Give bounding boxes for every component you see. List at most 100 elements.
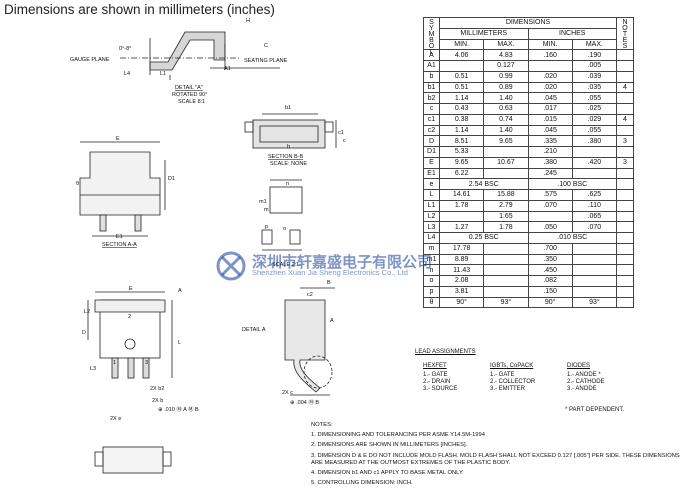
dim-in-min: .210 [527,146,573,158]
note-item: 1. DIMENSIONING AND TOLERANCING PER ASME… [311,432,485,439]
dim-in-max [571,167,618,180]
dim-in-value: .010 BSC [527,232,617,244]
dim-in-min: .350 [527,253,573,266]
section-aa-label: SECTION A-A [102,242,137,248]
dim-in-min [527,60,573,72]
dim-symbol: E [423,156,440,169]
pin-2: 2 [128,314,131,320]
dim-in-min [527,210,573,223]
dim-mm-min: 0.51 [438,81,485,94]
dim-note [616,60,634,72]
dim-in-min: .070 [527,199,573,212]
dim-note [616,199,634,212]
dim-in-min: .700 [527,242,573,255]
dim-e1: E1 [116,234,123,240]
dim-h: H [246,18,250,24]
note-item: 4. DIMENSION b1 AND c1 APPLY TO BASE MET… [311,470,464,477]
dim-mm-min: 8.51 [438,135,485,147]
dim-symbol: L4 [423,232,440,244]
dim-in-max: .190 [571,49,618,61]
dim-in-min: .150 [527,285,573,298]
dim-symbol: e [423,178,440,190]
watermark: 深圳市轩嘉盛电子有限公司 Shenzhen Xuan Jia Sheng Ele… [214,251,468,281]
dim-mm-max: 0.74 [483,113,529,126]
dim-mm-value: 2.54 BSC [439,178,529,190]
notes: NOTES: 1. DIMENSIONING AND TOLERANCING P… [311,422,686,487]
two-x-c-label: 2X c [282,390,293,396]
dim-mm-min: 0.51 [438,70,485,83]
hexfet-header: HEXFET [423,363,447,369]
dim-in-min: 90° [527,296,573,309]
dim-mm-max: 10.67 [483,156,529,169]
dim-mm-max: 1.65 [483,210,529,223]
dim-in-value: .100 BSC [527,178,617,190]
seating-plane-label: SEATING PLANE [244,58,288,64]
dim-b-ref: B [327,280,331,286]
dim-symbol: c [423,103,440,115]
dim-symbol: A [423,49,440,61]
dim-l3: L3 [90,366,96,372]
dim-note [616,210,634,223]
dim-note [616,296,634,309]
dim-mm-min [438,60,485,72]
dim-c1: c1 [338,130,344,136]
dim-b1: b1 [285,105,291,111]
dim-in-min: .045 [527,92,573,104]
dim-symbol: D [423,135,440,147]
dim-a1: A1 [224,66,231,72]
dim-c2: c2 [307,292,313,298]
dim-in-max: 93° [571,296,618,309]
dim-mm-max: 1.40 [483,124,529,137]
dim-d: D [82,330,86,336]
dim-l2: L2 [84,309,90,315]
dim-mm-min: 4.06 [438,49,485,61]
dim-in-min: .050 [527,221,573,233]
dim-mm-max: 9.65 [483,135,529,147]
two-x-b2-label: 2X b2 [150,386,164,392]
dim-mm-min: 0.43 [438,103,485,115]
watermark-english: Shenzhen Xuan Jia Sheng Electronics Co.,… [252,268,408,277]
dim-note [616,275,634,287]
lead-assignments: LEAD ASSIGNMENTS HEXFET 1.- GATE 2.- DRA… [415,349,685,413]
dim-mm-max: 4.83 [483,49,529,61]
dim-symbol: p [423,285,440,298]
hexfet-column: HEXFET 1.- GATE 2.- DRAIN 3.- SOURCE [423,363,457,393]
in-min-header: MIN. [527,38,573,51]
dim-mm-max: 0.63 [483,103,529,115]
diodes-item: 2.- CATHODE [567,379,605,385]
dim-note [616,285,634,298]
detail-a-label: DETAIL A [242,327,266,333]
fcf-1-label: ⊕ .010 Ⓜ A Ⓜ B [158,405,199,413]
dim-in-min: .335 [527,135,573,147]
two-x-b-label: 2X b [152,398,163,404]
dim-symbol: D1 [423,146,440,158]
dim-mm-max [483,146,529,158]
dim-symbol: L [423,189,440,201]
dim-mm-max: 0.99 [483,70,529,83]
dim-note [616,264,634,276]
dim-note [616,49,634,61]
diodes-header: DIODES [567,363,591,369]
dim-in-min: .450 [527,264,573,276]
dim-in-max [571,253,618,266]
dim-l4: L4 [124,71,130,77]
dim-note [616,189,634,201]
dim-symbol: A1 [423,60,440,72]
hexfet-item: 1.- GATE [423,372,448,378]
dim-symbol: L1 [423,199,440,212]
dim-mm-min: 6.22 [438,167,485,180]
diodes-item: 3.- ANODE [567,386,597,392]
dim-in-max: .055 [571,124,618,137]
dim-symbol: θ [423,296,440,309]
dim-mm-max [483,264,529,276]
dim-mm-max [483,253,529,266]
dim-mm-max [483,242,529,255]
